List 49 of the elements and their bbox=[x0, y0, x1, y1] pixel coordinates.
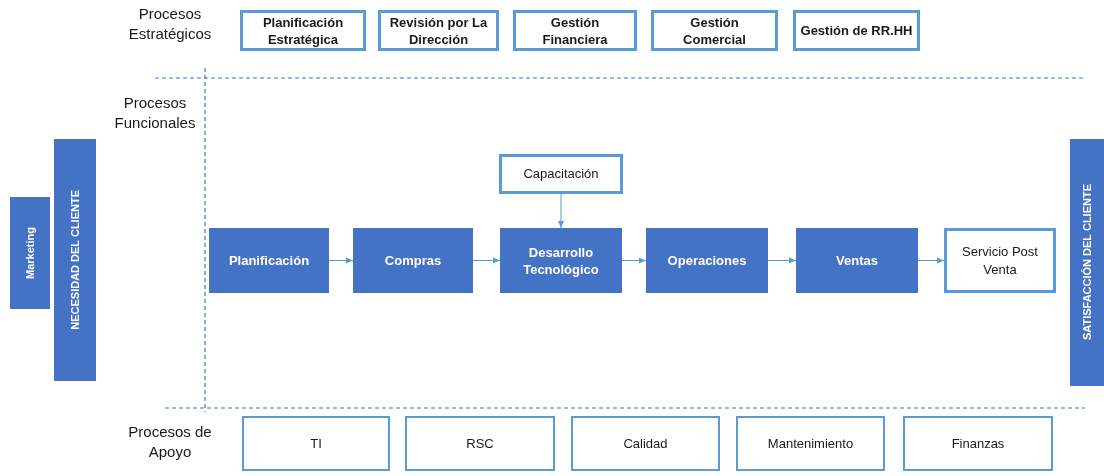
box-label: Desarrollo Tecnológico bbox=[522, 243, 600, 278]
arrow bbox=[328, 257, 354, 264]
process-box bbox=[209, 228, 329, 293]
process-box bbox=[796, 228, 918, 293]
section-label: Procesos Funcionales bbox=[113, 93, 197, 133]
box-label: Servicio Post Venta bbox=[961, 242, 1039, 279]
process-box bbox=[646, 228, 768, 293]
box-label: Gestión Comercial bbox=[682, 13, 747, 48]
process-box bbox=[736, 416, 885, 471]
process-box bbox=[651, 10, 778, 51]
process-box bbox=[944, 228, 1056, 293]
section-label: Procesos de Apoyo bbox=[127, 422, 213, 462]
box-label: Planificación bbox=[228, 252, 310, 269]
box-label: Gestión Financiera bbox=[541, 13, 609, 48]
box-label: TI bbox=[310, 434, 322, 453]
process-box bbox=[378, 10, 499, 51]
process-box bbox=[500, 228, 622, 293]
side-banner bbox=[10, 197, 50, 309]
arrow bbox=[558, 193, 564, 229]
box-label: Marketing bbox=[22, 227, 37, 279]
process-box bbox=[793, 10, 920, 51]
side-banner bbox=[54, 139, 96, 381]
process-box bbox=[405, 416, 555, 471]
box-label: Mantenimiento bbox=[767, 434, 854, 453]
box-label: Operaciones bbox=[667, 252, 747, 269]
box-label: RSC bbox=[466, 434, 494, 453]
arrow bbox=[917, 257, 945, 264]
arrow bbox=[767, 257, 797, 264]
process-box bbox=[513, 10, 637, 51]
box-label: Planificación Estratégica bbox=[261, 13, 345, 48]
arrow bbox=[621, 257, 647, 264]
arrow bbox=[472, 257, 501, 264]
box-label: SATISFACCIÓN DEL CLIENTE bbox=[1079, 184, 1094, 341]
process-box bbox=[353, 228, 473, 293]
process-box bbox=[240, 10, 366, 51]
process-box bbox=[499, 154, 623, 194]
process-box bbox=[571, 416, 720, 471]
box-label: Calidad bbox=[623, 434, 668, 453]
process-box bbox=[903, 416, 1053, 471]
box-label: Finanzas bbox=[951, 434, 1005, 453]
box-label: NECESIDAD DEL CLIENTE bbox=[67, 190, 82, 330]
box-label: Compras bbox=[384, 252, 442, 269]
section-label: Procesos Estratégicos bbox=[127, 4, 213, 44]
box-label: Gestión de RR.HH bbox=[800, 22, 913, 39]
box-label: Revisión por La Dirección bbox=[388, 13, 489, 48]
box-label: Ventas bbox=[836, 252, 878, 269]
side-banner bbox=[1070, 139, 1104, 386]
process-box bbox=[242, 416, 390, 471]
box-label: Capacitación bbox=[523, 165, 599, 183]
